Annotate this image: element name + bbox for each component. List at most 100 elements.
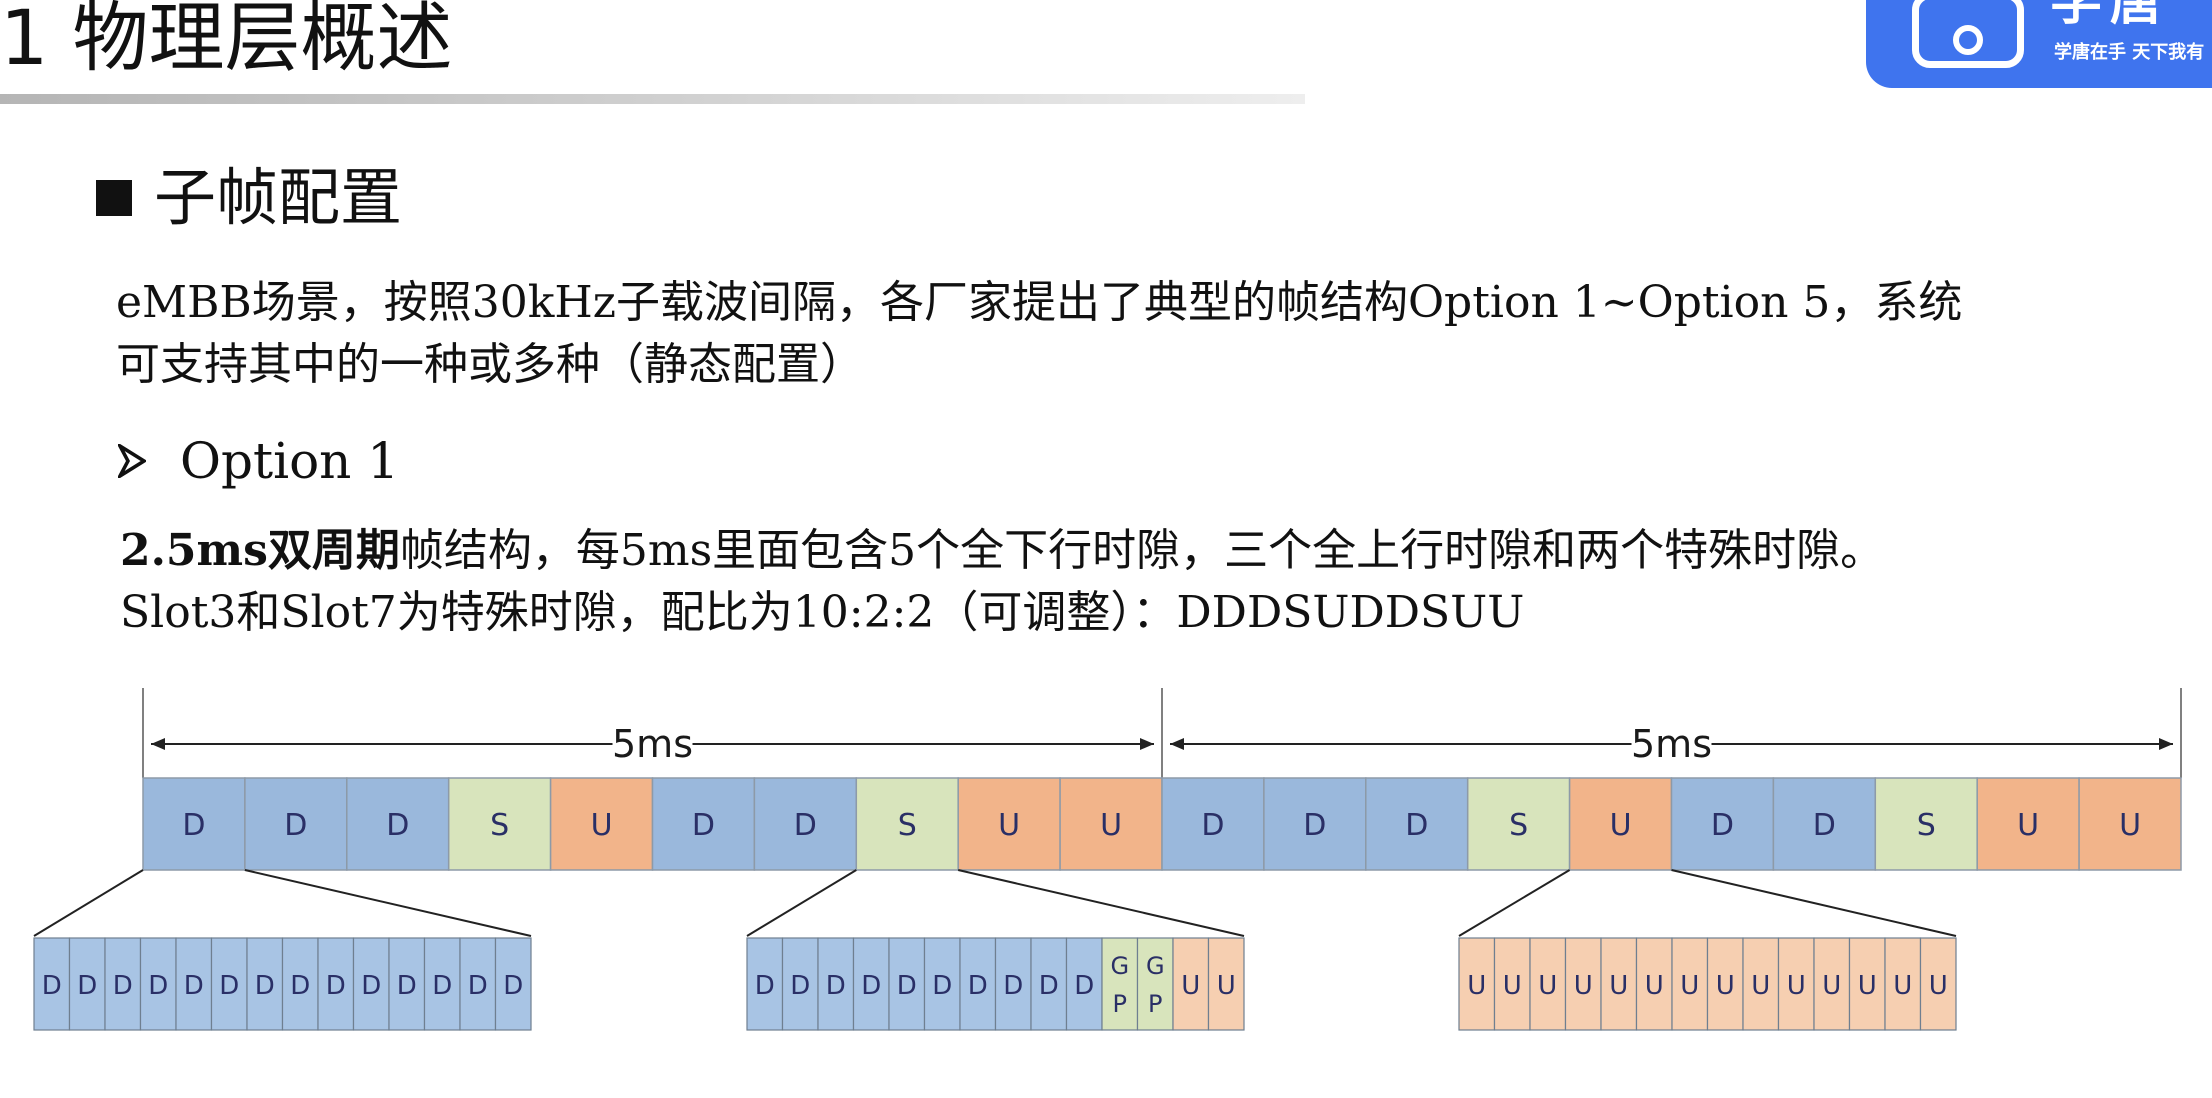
symbol-label: G	[1146, 952, 1165, 980]
symbol-label: D	[42, 971, 62, 1001]
slot-label: D	[1711, 808, 1734, 843]
symbol-cell	[210, 937, 248, 1031]
arrowhead-right-icon	[2159, 738, 2173, 750]
section-heading: 子帧配置	[92, 158, 402, 238]
symbol-label: U	[1716, 971, 1735, 1001]
symbol-cell	[1777, 937, 1815, 1031]
symbol-cell	[139, 937, 177, 1031]
slot-cell	[447, 777, 552, 871]
slot-cell	[346, 777, 450, 871]
slot-cell	[2078, 777, 2182, 871]
slot-cell	[1161, 777, 1265, 871]
slot-cell	[1772, 777, 1877, 871]
page-title: 1 物理层概述	[0, 0, 453, 82]
square-bullet-icon	[96, 180, 132, 216]
slot-label: D	[284, 808, 307, 843]
slot-cell	[1365, 777, 1469, 871]
symbol-label: U	[1467, 971, 1486, 1001]
symbol-cell	[1671, 937, 1709, 1031]
symbol-label: D	[861, 971, 881, 1001]
symbol-label: U	[1609, 971, 1628, 1001]
slot-cell	[1263, 777, 1367, 871]
symbol-label: U	[1929, 971, 1948, 1001]
symbol-cell	[817, 937, 855, 1031]
slot-label: D	[1813, 808, 1836, 843]
symbol-cell	[1600, 937, 1638, 1031]
symbol-cell	[1884, 937, 1922, 1031]
intro-paragraph: eMBB场景，按照30kHz子载波间隔，各厂家提出了典型的帧结构Option 1…	[116, 272, 2116, 396]
intro-line-2: 可支持其中的一种或多种（静态配置）	[116, 339, 864, 390]
symbol-label: D	[290, 971, 310, 1001]
symbol-label: D	[826, 971, 846, 1001]
slot-label: S	[490, 808, 509, 843]
symbol-label: D	[184, 971, 204, 1001]
title-divider	[0, 94, 1305, 104]
option-description: 2.5ms双周期帧结构，每5ms里面包含5个全下行时隙，三个全上行时隙和两个特殊…	[120, 520, 2180, 644]
symbol-label: U	[1822, 971, 1841, 1001]
slot-cell	[651, 777, 756, 871]
symbol-cell	[959, 937, 997, 1031]
symbol-label: U	[1787, 971, 1806, 1001]
period-label: 5ms	[1631, 722, 1712, 766]
option-heading-text: Option 1	[180, 432, 400, 490]
symbol-label: D	[932, 971, 952, 1001]
slot-cell	[549, 777, 654, 871]
symbol-cell	[281, 937, 319, 1031]
arrowhead-left-icon	[1170, 738, 1184, 750]
symbol-cell	[1813, 937, 1851, 1031]
symbol-label: D	[148, 971, 168, 1001]
slot-label: U	[2017, 808, 2039, 843]
expansion-line-left	[33, 869, 144, 937]
slot-label: U	[1100, 808, 1122, 843]
symbol-label: U	[1893, 971, 1912, 1001]
symbol-label: U	[1680, 971, 1699, 1001]
symbol-cell	[317, 937, 355, 1031]
expansion-line-left	[1458, 869, 1571, 937]
symbol-label: D	[255, 971, 275, 1001]
symbol-label: P	[1148, 990, 1162, 1018]
symbol-label: D	[361, 971, 381, 1001]
slot-cell	[957, 777, 1061, 871]
slot-label: D	[692, 808, 715, 843]
symbol-cell	[1564, 937, 1602, 1031]
symbol-cell	[1101, 937, 1139, 1031]
symbol-label: U	[1574, 971, 1593, 1001]
desc-line-1: 2.5ms双周期帧结构，每5ms里面包含5个全下行时隙，三个全上行时隙和两个特殊…	[120, 520, 2180, 582]
arrowhead-right-icon	[1140, 738, 1154, 750]
slot-cell	[1976, 777, 2080, 871]
symbol-cell	[994, 937, 1032, 1031]
slot-cell	[1568, 777, 1673, 871]
expansion-line-right	[1671, 869, 1957, 937]
expansion-line-left	[746, 869, 857, 937]
symbol-cell	[104, 937, 142, 1031]
brand-logo: 学唐 学唐在手 天下我有	[1866, 0, 2212, 88]
slot-label: U	[591, 808, 613, 843]
symbol-cell	[1207, 937, 1245, 1031]
arrowhead-left-icon	[151, 738, 165, 750]
symbol-cell	[1172, 937, 1210, 1031]
expansion-line-right	[244, 869, 532, 937]
slot-label: U	[998, 808, 1020, 843]
slot-label: D	[1201, 808, 1224, 843]
symbol-label: P	[1113, 990, 1127, 1018]
section-heading-text: 子帧配置	[154, 161, 403, 234]
slot-label: U	[2119, 808, 2141, 843]
desc-bold-text: 2.5ms双周期	[120, 525, 400, 576]
symbol-label: D	[1039, 971, 1059, 1001]
symbol-label: D	[1074, 971, 1094, 1001]
symbol-cell	[1493, 937, 1531, 1031]
symbol-label: D	[326, 971, 346, 1001]
symbol-label: U	[1751, 971, 1770, 1001]
logo-slogan: 学唐在手 天下我有	[2054, 42, 2205, 63]
slot-label: D	[794, 808, 817, 843]
symbol-label: D	[897, 971, 917, 1001]
symbol-cell	[923, 937, 961, 1031]
arrow-bullet-icon	[118, 444, 146, 478]
symbol-cell	[1848, 937, 1886, 1031]
slot-label: D	[1303, 808, 1326, 843]
symbol-cell	[33, 937, 71, 1031]
symbol-label: D	[219, 971, 239, 1001]
symbol-cell	[1919, 937, 1957, 1031]
symbol-cell	[459, 937, 497, 1031]
